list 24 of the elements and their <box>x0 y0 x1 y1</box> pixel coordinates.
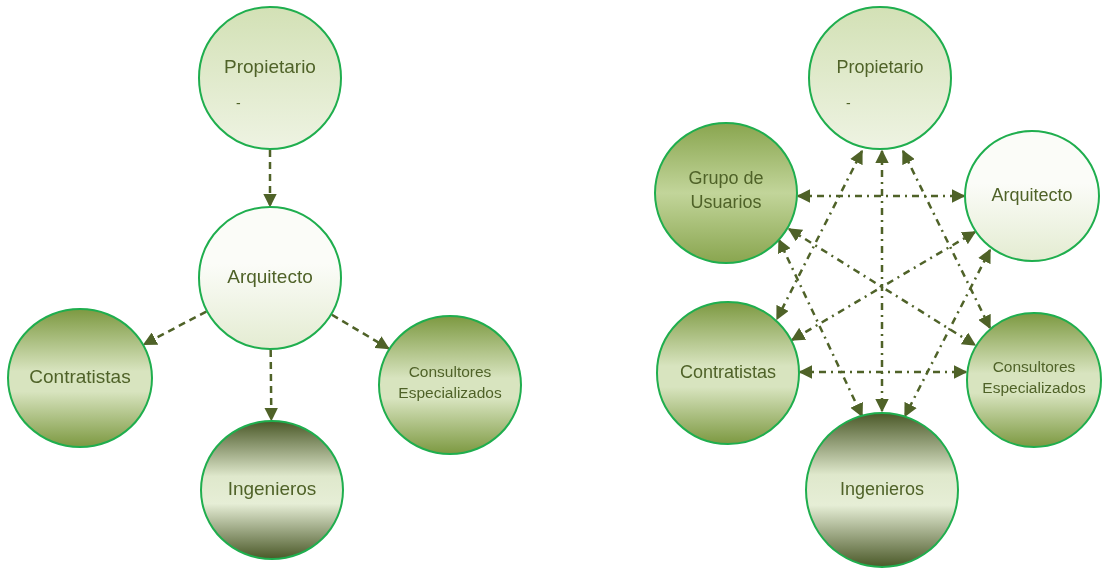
node-label: Grupo de Usuarios <box>687 167 765 215</box>
node-label: Consultores Especializados <box>981 357 1087 398</box>
node-label: Arquitecto <box>990 183 1074 207</box>
node-label: Propietario <box>835 55 925 79</box>
arrow <box>775 149 864 321</box>
dash-mark: - <box>846 94 851 113</box>
arrow <box>875 149 889 413</box>
arrow <box>264 350 279 422</box>
dash-mark: - <box>236 94 241 113</box>
arrow <box>263 150 277 208</box>
node-label: Consultores Especializados <box>397 362 503 403</box>
arrow <box>903 248 992 418</box>
arrow <box>798 365 968 379</box>
arrow <box>901 149 992 330</box>
arrow <box>777 238 864 418</box>
arrow <box>796 189 966 203</box>
node-label: Contratistas <box>28 364 132 389</box>
node-label: Contratistas <box>678 360 777 384</box>
node-label: Arquitecto <box>226 264 314 289</box>
arrow <box>331 313 390 350</box>
node-label: Ingenieros <box>838 477 926 501</box>
node-label: Ingenieros <box>226 476 318 501</box>
arrow <box>142 310 207 346</box>
node-label: Propietario <box>223 54 317 79</box>
